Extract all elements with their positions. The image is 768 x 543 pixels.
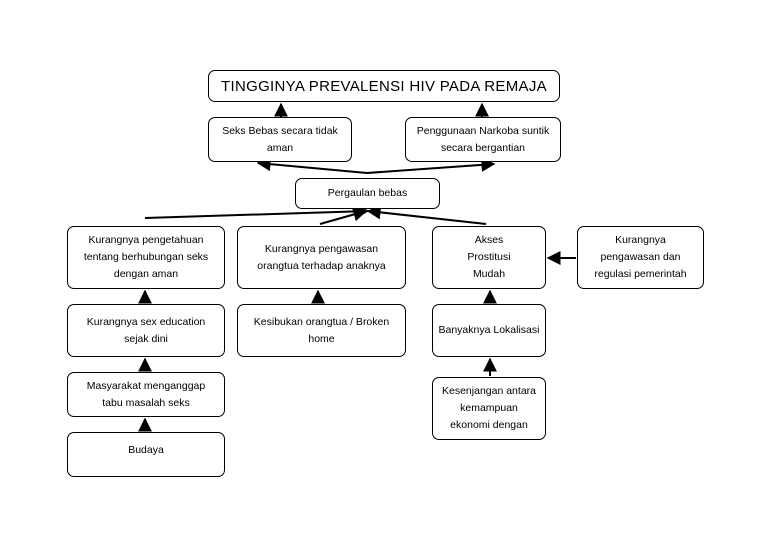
node-kurang-pengawasan: Kurangnya pengawasan orangtua terhadap a… (237, 226, 406, 289)
node-seks-bebas: Seks Bebas secara tidak aman (208, 117, 352, 162)
node-akses-prostitusi: Akses Prostitusi Mudah (432, 226, 546, 289)
node-kesibukan: Kesibukan orangtua / Broken home (237, 304, 406, 357)
node-masyarakat-tabu: Masyarakat menganggap tabu masalah seks (67, 372, 225, 417)
node-kesenjangan: Kesenjangan antara kemampuan ekonomi den… (432, 377, 546, 440)
arrow-pengetahuan-to-pergaulan (144, 204, 370, 219)
node-budaya: Budaya (67, 432, 225, 477)
node-lokalisasi: Banyaknya Lokalisasi (432, 304, 546, 357)
node-sex-education: Kurangnya sex education sejak dini (67, 304, 225, 357)
arrow-prostitusi-to-pergaulan (366, 205, 487, 225)
node-narkoba: Penggunaan Narkoba suntik secara bergant… (405, 117, 561, 162)
node-kurang-regulasi: Kurangnya pengawasan dan regulasi pemeri… (577, 226, 704, 289)
arrow-pergaulan-to-seks-bebas (256, 157, 368, 174)
node-pergaulan-bebas: Pergaulan bebas (295, 178, 440, 209)
arrow-pergaulan-to-narkoba (366, 157, 496, 174)
diagram-title: TINGGINYA PREVALENSI HIV PADA REMAJA (208, 70, 560, 102)
node-kurang-pengetahuan: Kurangnya pengetahuan tentang berhubunga… (67, 226, 225, 289)
arrow-pengawasan-to-pergaulan (319, 207, 368, 225)
